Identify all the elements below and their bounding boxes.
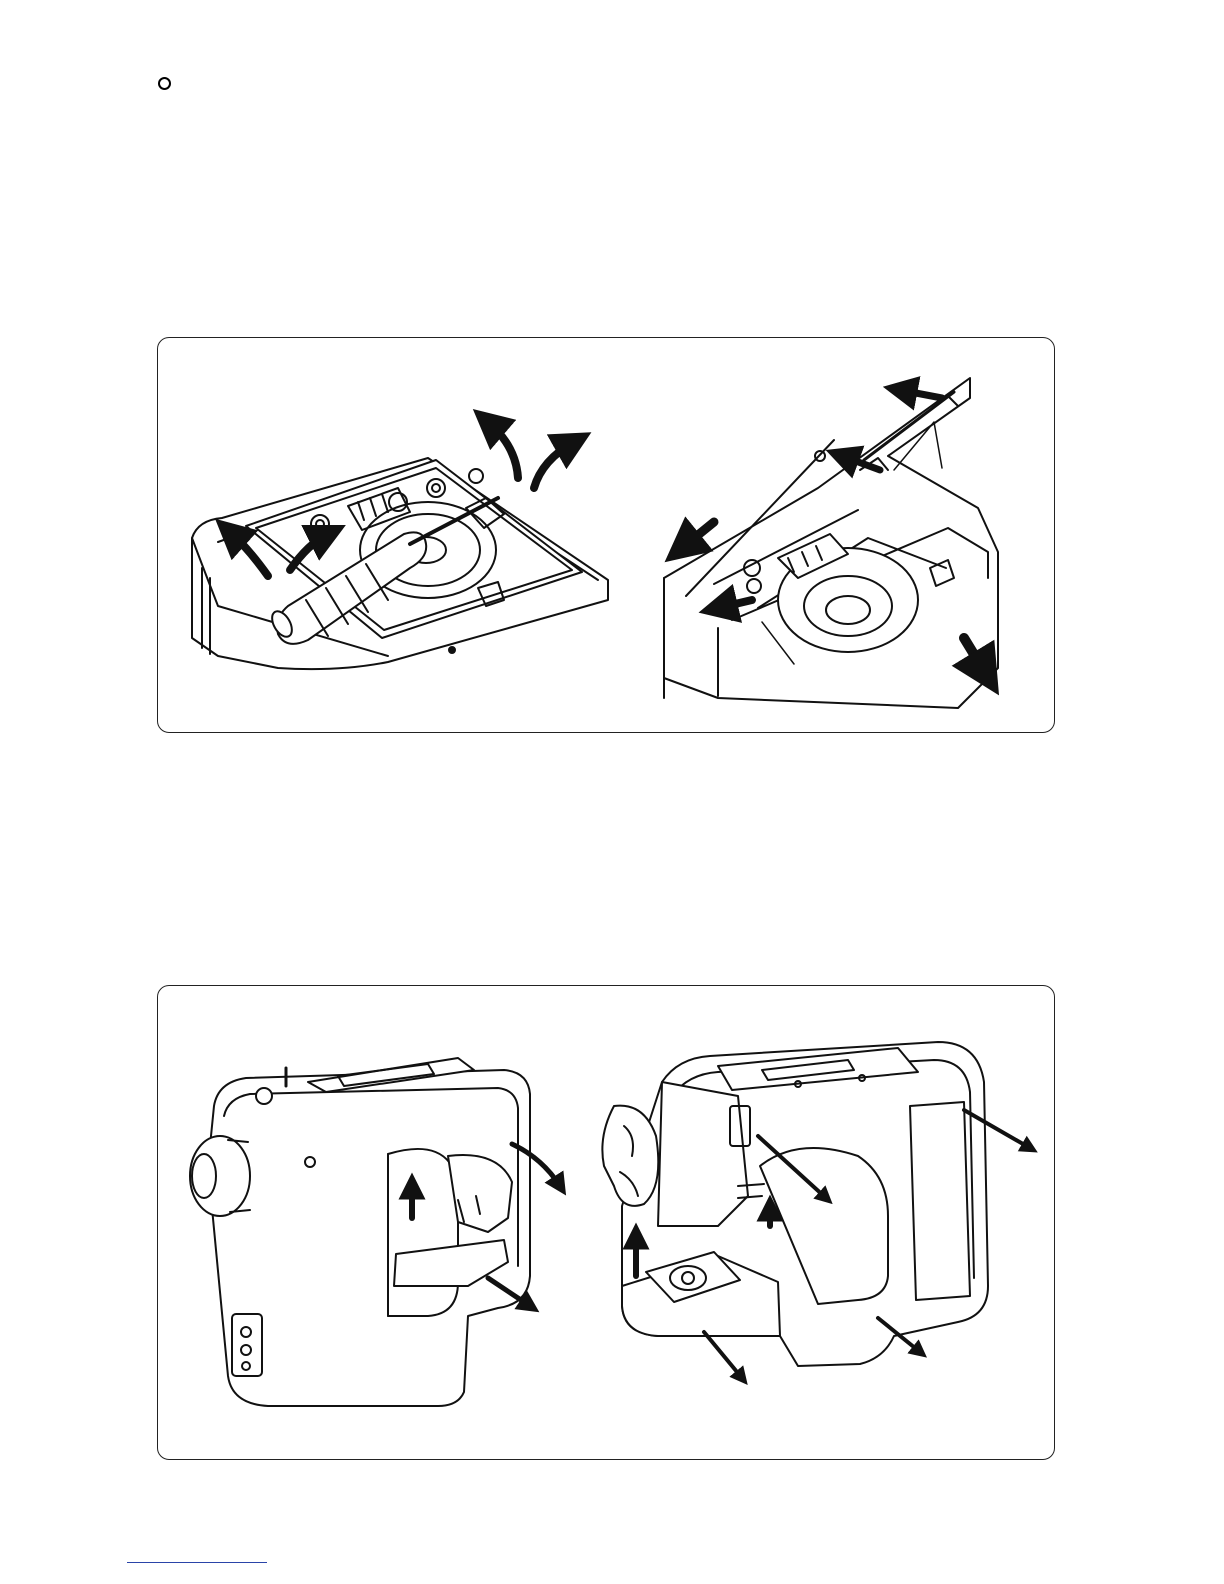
arrow-icon (682, 522, 714, 548)
machine-head (658, 1082, 748, 1226)
lift-arrow-icon (488, 422, 518, 478)
bed-cover-removal-view (664, 378, 998, 708)
arrow-icon (900, 390, 942, 398)
figure-1-panel (157, 337, 1055, 733)
needle-plate-removal-view (192, 422, 608, 669)
figure-2-panel (157, 985, 1055, 1460)
footer-rule (127, 1562, 267, 1563)
lift-arrow-icon (534, 442, 574, 488)
machine-rear-cover-view (602, 1042, 1030, 1378)
figure-2-illustration (158, 986, 1055, 1460)
figure-1-illustration (158, 338, 1055, 733)
machine-front-cover-view (190, 1058, 560, 1406)
circle-bullet-icon (158, 77, 171, 90)
handwheel (190, 1136, 250, 1216)
arrow-icon (704, 1332, 742, 1378)
